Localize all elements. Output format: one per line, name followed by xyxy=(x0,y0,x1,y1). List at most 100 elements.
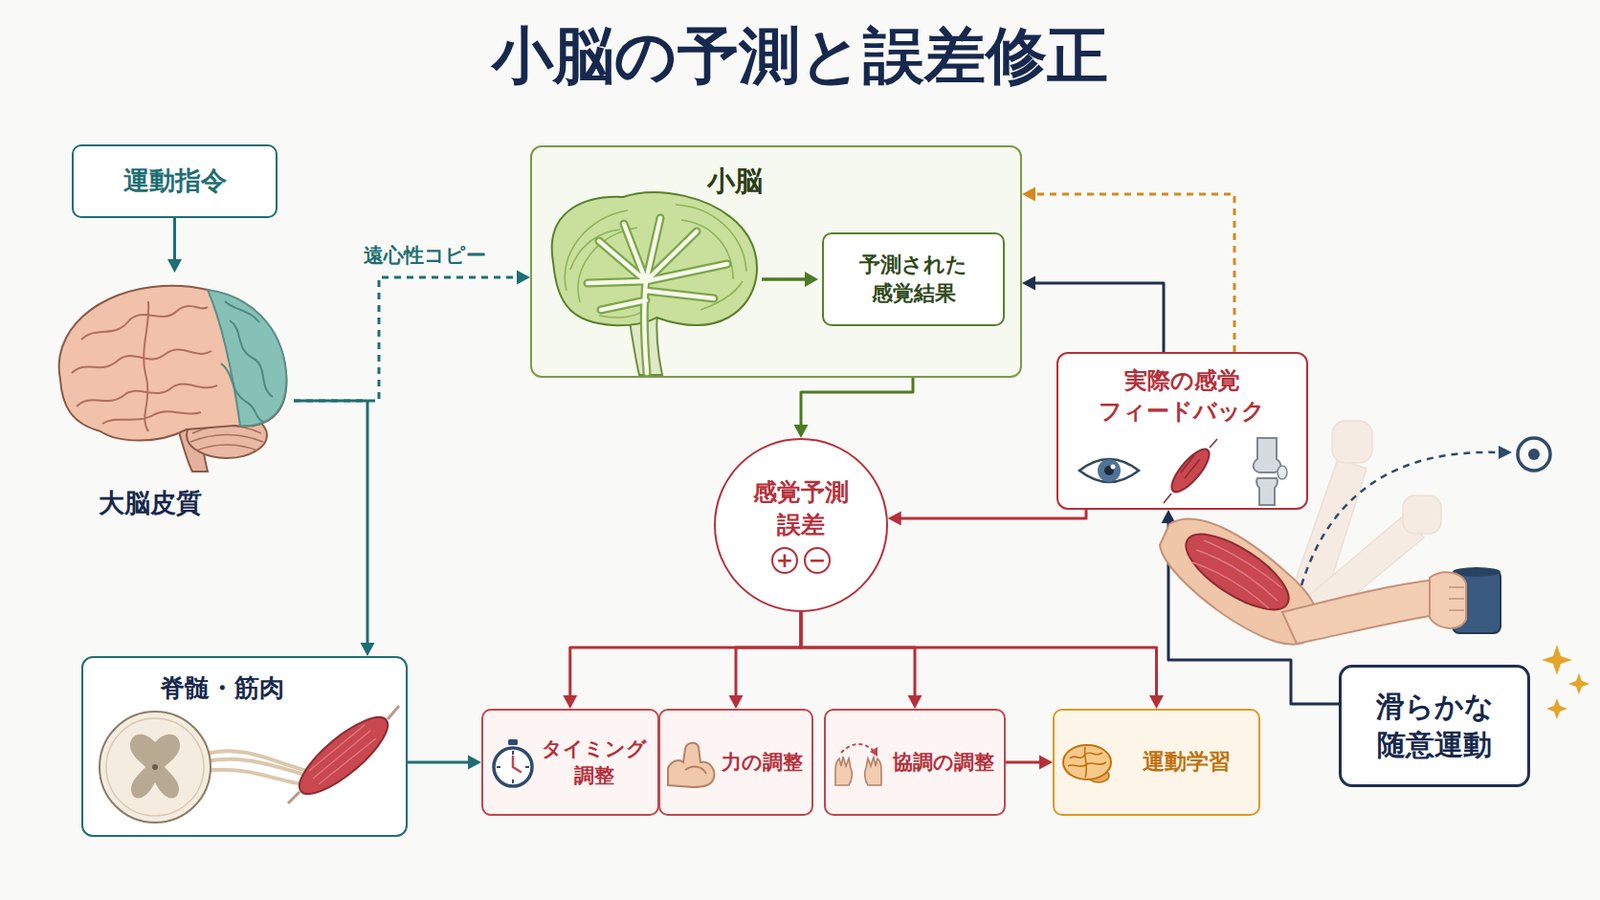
sense-icons xyxy=(1058,436,1311,508)
biceps xyxy=(1175,520,1300,624)
brain-icon xyxy=(1060,737,1118,792)
sparkle xyxy=(1541,644,1573,676)
coordination-box: 協調の調整 xyxy=(823,709,1006,817)
right-hand xyxy=(865,756,882,786)
node-label: 脊髄・筋肉 xyxy=(159,671,285,706)
node-label: 力の調整 xyxy=(721,749,803,777)
edge-label-patch: 遠心性コピー xyxy=(358,242,491,270)
arrow-head xyxy=(516,270,531,286)
plus-sign: + xyxy=(771,547,799,575)
left-hand xyxy=(835,756,852,786)
node-label: 小脳 xyxy=(707,162,763,200)
connector-line xyxy=(293,277,519,401)
connector xyxy=(1005,755,1053,771)
feedback-box: 実際の感覚 フィードバック xyxy=(1056,352,1309,511)
cerebellum-illustration xyxy=(532,147,822,380)
watch-hands xyxy=(512,756,521,773)
connector xyxy=(800,612,1164,710)
connector xyxy=(293,400,376,657)
connector xyxy=(729,612,802,710)
mini-brain xyxy=(1063,745,1112,780)
arrow-head xyxy=(562,695,578,710)
biceps-icon xyxy=(664,737,718,792)
cortex-node: 大脳皮質 xyxy=(43,272,294,527)
connector-line xyxy=(800,612,1157,698)
connector-line xyxy=(1005,761,1042,765)
muscle-fibres xyxy=(309,725,377,785)
arrow-head xyxy=(360,643,376,657)
error-label: 感覚予測 誤差 xyxy=(715,476,887,542)
gray-matter xyxy=(130,734,180,800)
arrow-head xyxy=(467,755,482,771)
gyri xyxy=(71,301,218,432)
forearm xyxy=(1282,579,1442,645)
muscle-fibres xyxy=(1192,540,1283,609)
prediction-box: 予測された 感覚結果 xyxy=(822,232,1005,327)
connector-line xyxy=(570,612,801,698)
stopwatch-icon xyxy=(488,737,538,792)
frontal-region xyxy=(207,289,287,426)
cerebellum-folds xyxy=(190,425,264,451)
outcome-box: 滑らかな 随意運動 xyxy=(1338,665,1531,788)
node-label: タイミング 調整 xyxy=(538,735,650,791)
trajectory-line xyxy=(1301,452,1499,586)
arbor-vitae-light xyxy=(587,218,728,374)
node-label: 協調の調整 xyxy=(892,749,995,777)
watch-face xyxy=(493,748,533,787)
arrow-head xyxy=(1022,276,1036,291)
spinal-muscle-box: 脊髄・筋肉 xyxy=(81,656,408,838)
cord-ring xyxy=(106,718,204,817)
timing-box: タイミング 調整 xyxy=(481,709,660,817)
sparkle xyxy=(1546,698,1568,720)
flexed-arm xyxy=(667,743,714,788)
knee-cap xyxy=(1277,466,1288,480)
connector-line xyxy=(899,510,1087,519)
cerebellum-panel: 小脳 予測された 感覚結果 xyxy=(530,145,1023,378)
node-label: 大脳皮質 xyxy=(98,486,202,521)
target-dot xyxy=(1528,448,1540,461)
connector xyxy=(167,218,182,273)
prediction-arrow-line xyxy=(761,277,807,282)
coordination-head xyxy=(869,747,878,757)
connector xyxy=(888,510,1087,527)
arrow-head xyxy=(1149,695,1164,710)
frontal-gyri xyxy=(221,301,273,423)
mini-gyri xyxy=(1067,747,1107,778)
connector-line xyxy=(407,761,470,765)
hand xyxy=(1429,572,1467,629)
connector xyxy=(800,612,923,710)
cerebrum-illustration xyxy=(43,272,294,476)
target-ring xyxy=(1517,438,1551,471)
ghost-fist xyxy=(1402,495,1442,534)
arrow-head xyxy=(888,511,902,527)
watch-ticks xyxy=(496,751,530,784)
command-box: 運動指令 xyxy=(71,144,278,219)
muscle xyxy=(288,706,398,806)
central-canal xyxy=(152,764,158,771)
connector-line xyxy=(293,400,368,645)
connector xyxy=(562,612,801,710)
edge-label: 遠心性コピー xyxy=(363,244,487,267)
connector xyxy=(1022,276,1164,354)
connector-line xyxy=(1033,194,1235,353)
arrow-head xyxy=(1039,755,1053,771)
arrow-head xyxy=(908,695,923,710)
diagram-title: 小脳の予測と誤差修正 xyxy=(0,19,1600,93)
connector-line xyxy=(1033,283,1164,353)
error-circle: 感覚予測 誤差+− xyxy=(713,438,889,613)
arrow-head xyxy=(1022,187,1036,202)
connector xyxy=(407,755,482,771)
connector-line xyxy=(735,612,801,698)
arrow-head xyxy=(794,424,809,439)
node-label: 実際の感覚 フィードバック xyxy=(1094,365,1269,428)
watch-button xyxy=(508,739,518,746)
ghost-fist xyxy=(1332,421,1373,464)
cerebrum xyxy=(59,286,288,442)
muscle-tendons xyxy=(1163,439,1218,504)
connector xyxy=(293,270,531,402)
finger-lines xyxy=(1448,587,1465,611)
connector-line xyxy=(800,612,915,698)
arrow-head xyxy=(167,259,182,273)
eye-icon xyxy=(1079,459,1139,483)
